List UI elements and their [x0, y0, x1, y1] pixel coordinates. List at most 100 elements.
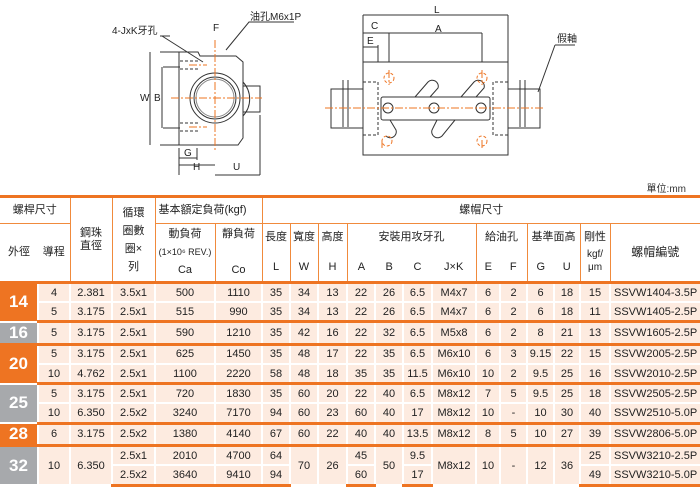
table-cell: 26 — [374, 302, 403, 324]
table-cell: 27 — [553, 423, 580, 448]
unit-label: 單位:mm — [646, 184, 686, 195]
g-label: G — [536, 261, 546, 273]
table-cell: 720 — [154, 383, 215, 405]
table-cell: 1450 — [214, 344, 262, 366]
table-cell: 6.5 — [402, 302, 432, 324]
table-cell: 515 — [154, 302, 215, 324]
table-cell: 10 — [37, 364, 70, 386]
table-cell: 5 — [37, 321, 70, 346]
h-label: H — [328, 261, 337, 273]
dim-b: B — [154, 93, 161, 104]
nut-number-cell: SSVW3210-2.5P — [608, 445, 700, 467]
table-cell: 2.5x2 — [111, 423, 155, 448]
table-cell: M8x12 — [431, 445, 476, 487]
header-ball-dia: 鋼珠直徑 — [69, 196, 112, 283]
table-cell: 22 — [317, 423, 347, 448]
table-cell: 39 — [579, 423, 610, 448]
table-cell: 13 — [317, 302, 347, 324]
table-cell: 60 — [289, 403, 318, 425]
table-cell: 11.5 — [402, 364, 432, 386]
table-cell: 60 — [289, 423, 318, 448]
table-cell: 18 — [579, 383, 610, 405]
table-cell: 8 — [526, 321, 554, 346]
header-ball-dia-text: 鋼珠直徑 — [80, 226, 102, 252]
table-cell: 6 — [475, 282, 500, 304]
nut-number-cell: SSVW2005-2.5P — [608, 344, 700, 366]
table-cell: 3.175 — [69, 423, 112, 448]
header-circuits: 循環圈數圈×列 — [111, 196, 155, 283]
table-cell: 2.5x1 — [111, 383, 155, 405]
table-cell: 22 — [346, 282, 375, 304]
table-cell: 40 — [579, 403, 610, 425]
table-cell: 25 — [553, 383, 580, 405]
table-cell: 2 — [499, 282, 527, 304]
table-cell: 5 — [37, 302, 70, 324]
table-cell: 48 — [289, 364, 318, 386]
table-cell: 2 — [499, 364, 527, 386]
table-cell: 2.5x2 — [111, 403, 155, 425]
table-cell: 13 — [579, 321, 610, 346]
table-cell: 590 — [154, 321, 215, 346]
table-cell: 35 — [261, 282, 290, 304]
table-cell: 22 — [346, 383, 375, 405]
dim-f: F — [213, 23, 219, 34]
table-cell: 11 — [579, 302, 610, 324]
table-cell: 6.5 — [402, 383, 432, 405]
table-cell: 3640 — [154, 465, 215, 487]
table-cell: 67 — [261, 423, 290, 448]
table-cell: 13.5 — [402, 423, 432, 448]
table-cell: 26 — [374, 282, 403, 304]
table-cell: 990 — [214, 302, 262, 324]
end-view-drawing — [149, 21, 294, 176]
table-cell: 42 — [289, 321, 318, 346]
table-cell: 35 — [374, 364, 403, 386]
table-cell: 2.381 — [69, 282, 112, 304]
l-label: L — [272, 261, 280, 273]
header-nut-no: 螺帽編號 — [609, 223, 700, 283]
table-cell: 3.175 — [69, 344, 112, 366]
outer-diameter-cell: 25 — [0, 383, 38, 425]
table-cell: 7 — [475, 383, 500, 405]
table-cell: 3.175 — [69, 302, 112, 324]
table-cell: 35 — [261, 302, 290, 324]
table-cell: 6.350 — [69, 403, 112, 425]
ref-height-label: 基準面高 — [531, 231, 576, 243]
table-cell: 35 — [261, 321, 290, 346]
table-cell: 45 — [346, 445, 375, 467]
static-label: 靜負荷 — [222, 228, 255, 240]
table-cell: 3.5x1 — [111, 282, 155, 304]
header-nut-size: 螺帽尺寸 — [261, 196, 700, 224]
header-outer-dia: 外徑 — [8, 246, 30, 258]
table-cell: 10 — [526, 423, 554, 448]
table-cell: 20 — [317, 383, 347, 405]
table-cell: 15 — [579, 344, 610, 366]
header-lead: 導程 — [42, 246, 65, 258]
table-cell: 36 — [553, 445, 580, 487]
table-cell: M8x12 — [431, 423, 476, 448]
table-cell: 22 — [553, 344, 580, 366]
table-cell: 5 — [37, 344, 70, 366]
table-cell: 4.762 — [69, 364, 112, 386]
table-cell: 49 — [579, 465, 610, 487]
table-cell: 30 — [553, 403, 580, 425]
nut-number-cell: SSVW1605-2.5P — [608, 321, 700, 346]
tap-hole-label: 4-JxK牙孔 — [112, 25, 158, 37]
ball-nut-spec-table: 螺桿尺寸 鋼珠直徑 循環圈數圈×列 基本額定負荷(kgf) 螺帽尺寸 外徑 導程… — [0, 195, 700, 487]
table-cell: 9.5 — [526, 383, 554, 405]
table-cell: 1830 — [214, 383, 262, 405]
table-cell: 50 — [374, 445, 403, 487]
table-cell: M5x8 — [431, 321, 476, 346]
table-cell: 70 — [289, 445, 318, 487]
table-cell: 6 — [475, 344, 500, 366]
table-cell: 35 — [261, 344, 290, 366]
table-cell: 2.5x1 — [111, 344, 155, 366]
table-cell: 2.5x1 — [111, 445, 155, 467]
table-cell: 8 — [475, 423, 500, 448]
table-cell: 5 — [499, 383, 527, 405]
